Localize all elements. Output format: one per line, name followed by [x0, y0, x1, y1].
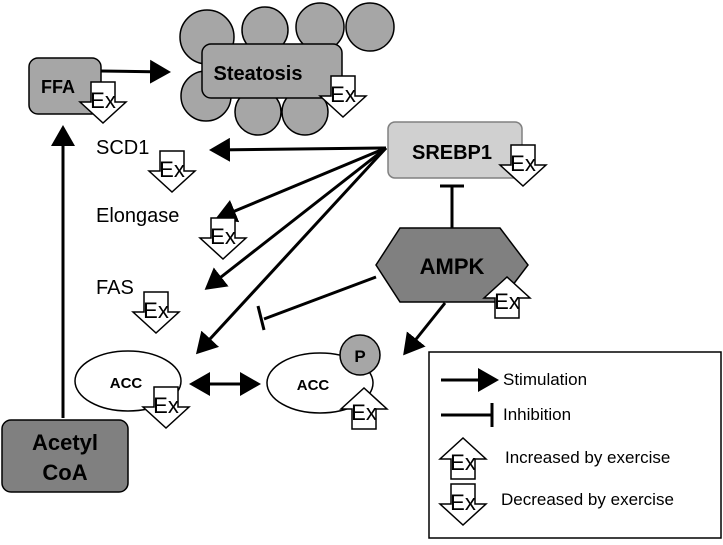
- steatosis-ex-label: Ex: [330, 82, 356, 107]
- elongase-label: Elongase: [96, 205, 179, 227]
- svg-text:Ex: Ex: [450, 490, 476, 515]
- phospho-acc-label: ACC: [297, 377, 330, 394]
- ampk-ex-label: Ex: [494, 289, 520, 314]
- scd1-decreased-marker: Ex: [147, 150, 197, 194]
- fas-decreased-marker: Ex: [131, 291, 181, 335]
- legend-inhibition-symbol: [441, 403, 494, 427]
- legend-increased-label: Increased by exercise: [505, 448, 670, 467]
- srebp1-to-fas-arrow: [204, 146, 387, 290]
- fas-label: FAS: [96, 277, 134, 299]
- phospho-acc-ex-label: Ex: [351, 400, 377, 425]
- ffa-label: FFA: [41, 77, 75, 97]
- srebp1-ex-label: Ex: [510, 151, 536, 176]
- srebp1-to-acc-arrow: [195, 146, 388, 355]
- steatosis-label: Steatosis: [214, 63, 303, 85]
- ampk-to-pacc-arrow: [403, 302, 447, 356]
- ffa-to-steatosis-arrow: [100, 59, 171, 84]
- legend-inhibition-label: Inhibition: [503, 405, 571, 424]
- srebp1-node: SREBP1: [387, 121, 523, 179]
- acetyl-coa-node: Acetyl CoA: [1, 419, 129, 493]
- srebp1-to-scd1-arrow: [209, 137, 387, 162]
- ffa-decreased-marker: Ex: [78, 81, 128, 125]
- legend: Stimulation Inhibition Ex Increased by e…: [428, 351, 722, 539]
- elongase-ex-label: Ex: [210, 224, 236, 249]
- ffa-ex-label: Ex: [90, 88, 116, 113]
- ampk-node: AMPK: [375, 227, 529, 303]
- elongase-decreased-marker: Ex: [198, 217, 248, 261]
- srebp1-label: SREBP1: [412, 142, 492, 164]
- steatosis-decreased-marker: Ex: [318, 75, 368, 119]
- acc-decreased-marker: Ex: [141, 386, 191, 430]
- legend-stimulation-label: Stimulation: [503, 370, 587, 389]
- steatosis-node: Steatosis: [201, 43, 343, 99]
- phosphate-label: P: [354, 347, 365, 366]
- phospho-acc-increased-marker: Ex: [339, 386, 389, 430]
- phospho-acc-node: ACC P: [266, 334, 381, 414]
- acc-ex-label: Ex: [153, 393, 179, 418]
- svg-text:Ex: Ex: [450, 450, 476, 475]
- ampk-inhibits-acc-arrow: [256, 275, 377, 331]
- scd1-label: SCD1: [96, 137, 149, 159]
- phosphate-badge: [339, 334, 381, 376]
- ampk-inhibits-srebp1: [440, 184, 464, 228]
- srebp1-decreased-marker: Ex: [498, 144, 548, 188]
- scd1-ex-label: Ex: [159, 157, 185, 182]
- acetyl-coa-label-line2: CoA: [42, 460, 87, 485]
- fas-ex-label: Ex: [143, 298, 169, 323]
- ampk-increased-marker: Ex: [482, 275, 532, 319]
- srebp1-to-elongase-arrow: [215, 146, 387, 223]
- legend-decreased-label: Decreased by exercise: [501, 490, 674, 509]
- acc-label: ACC: [110, 375, 143, 392]
- legend-increased-symbol: Ex: [438, 436, 488, 480]
- acetyl-coa-label-line1: Acetyl: [32, 430, 98, 455]
- ampk-label: AMPK: [420, 254, 485, 279]
- srebp1-stimulation-arrows: [195, 137, 388, 355]
- legend-decreased-symbol: Ex: [438, 483, 488, 527]
